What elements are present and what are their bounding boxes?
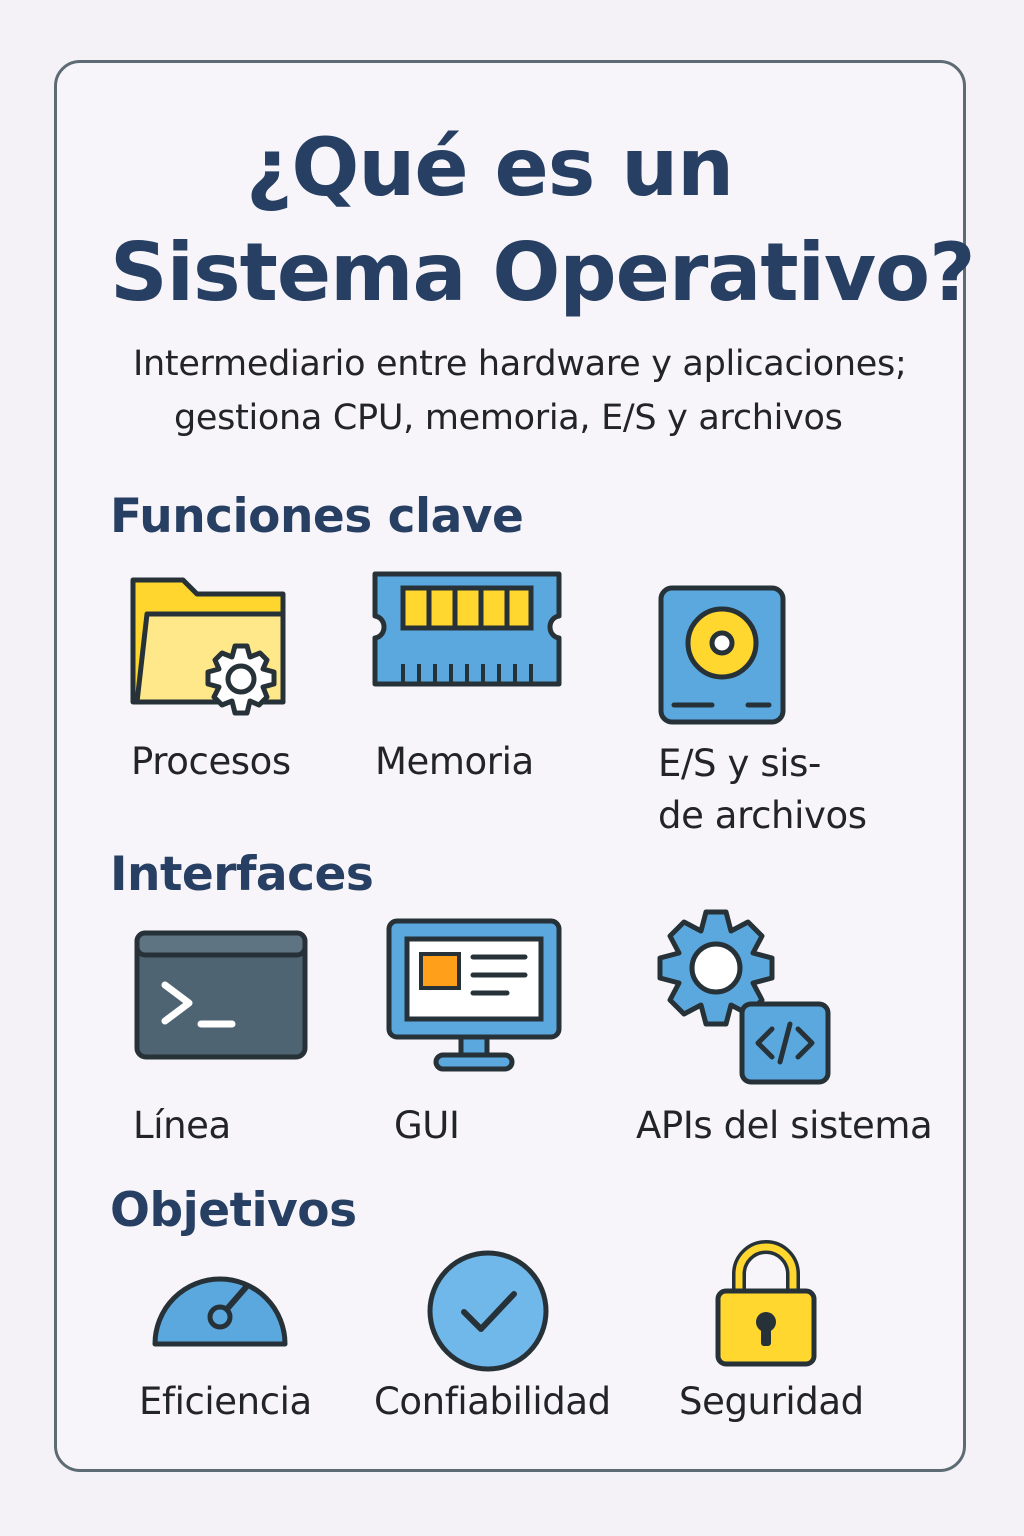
description-line-2: gestiona CPU, memoria, E/S y archivos — [174, 398, 843, 438]
objective-label-security: Seguridad — [679, 1380, 864, 1423]
interface-label-system-apis: APIs del sistema — [636, 1104, 933, 1147]
info-card — [54, 60, 966, 1472]
section-heading-interfaces: Interfaces — [110, 847, 374, 902]
description-line-1: Intermediario entre hardware y aplicacio… — [133, 344, 907, 384]
title-line-1: ¿Qué es un — [246, 121, 734, 214]
monitor-icon — [386, 918, 562, 1072]
objective-label-reliability: Confiabilidad — [374, 1380, 611, 1423]
objective-label-efficiency: Eficiencia — [139, 1380, 312, 1423]
section-heading-key-functions: Funciones clave — [110, 489, 524, 544]
check-circle-icon — [427, 1250, 549, 1372]
padlock-icon — [715, 1240, 817, 1367]
interface-label-command-line: Línea — [133, 1104, 231, 1147]
folder-gear-icon — [130, 577, 286, 716]
function-label-io-file-system-line-1: E/S y sis- — [658, 742, 821, 785]
section-heading-objectives: Objetivos — [110, 1183, 357, 1238]
gear-code-icon — [657, 909, 831, 1085]
terminal-icon — [134, 930, 308, 1060]
function-label-processes: Procesos — [131, 740, 291, 783]
hard-disk-icon — [658, 585, 786, 725]
memory-chip-icon — [372, 571, 562, 687]
title-line-2: Sistema Operativo? — [110, 226, 975, 319]
function-label-memory: Memoria — [375, 740, 534, 783]
interface-label-gui: GUI — [394, 1104, 460, 1147]
function-label-io-file-system-line-2: de archivos — [658, 794, 867, 837]
gauge-icon — [152, 1276, 288, 1347]
